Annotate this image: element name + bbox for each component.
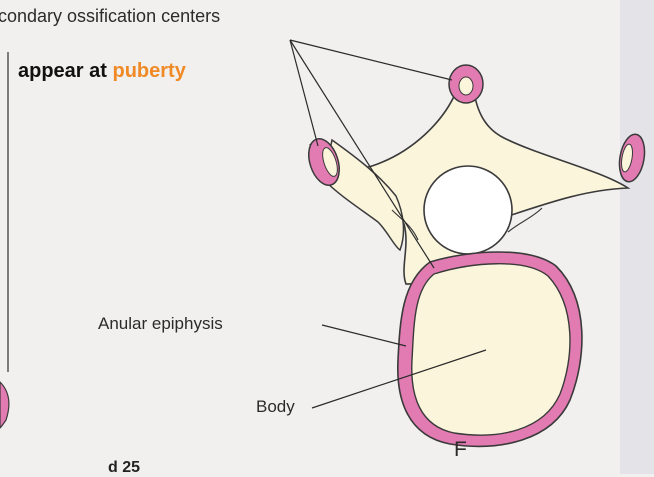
leader-to-top-center: [290, 40, 452, 80]
partial-ossification-center-left: [0, 382, 9, 428]
appear-at-puberty-note: appear at puberty: [18, 60, 186, 83]
leader-anular: [322, 325, 406, 346]
body-label: Body: [256, 397, 295, 417]
appear-prefix: appear at: [18, 60, 112, 82]
puberty-highlight: puberty: [112, 60, 185, 82]
ossification-center-top-inner: [459, 77, 473, 95]
vertebral-body: [412, 264, 570, 435]
cropped-bottom-text: d 25: [108, 459, 140, 477]
vertebral-foramen: [424, 166, 512, 254]
secondary-ossification-centers-label: condary ossification centers: [0, 6, 220, 27]
anular-epiphysis-label: Anular epiphysis: [98, 314, 223, 334]
page-edge-shadow: [620, 0, 654, 474]
figure-letter: F: [454, 438, 467, 462]
leader-to-left-center: [290, 40, 318, 146]
